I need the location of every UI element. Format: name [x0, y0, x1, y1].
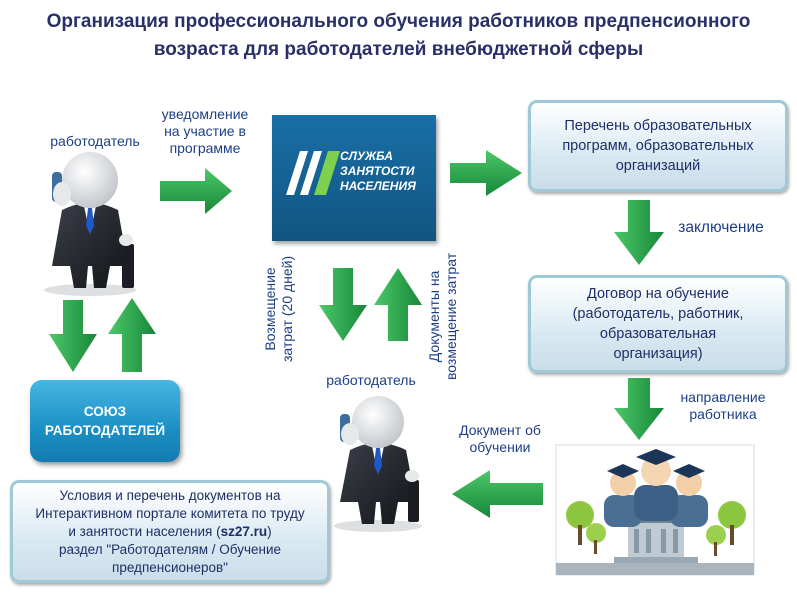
- docs-reimbursement-label: Документы на возмещение затрат: [426, 253, 460, 380]
- programs-line-1: Перечень образовательных: [564, 118, 752, 134]
- contract-box: Договор на обучение (работодатель, работ…: [528, 275, 788, 373]
- conclusion-label: заключение: [678, 219, 764, 236]
- arrow-right-icon: [160, 168, 232, 214]
- reimbursement-label: Возмещение затрат (20 дней): [262, 256, 296, 362]
- referral-line-1: направление: [680, 389, 766, 405]
- docs-line-2: возмещение затрат: [443, 252, 459, 380]
- szn-line-1: СЛУЖБА: [340, 149, 393, 163]
- szn-stripes-icon: [286, 151, 340, 195]
- szn-line-3: НАСЕЛЕНИЯ: [340, 179, 416, 193]
- info-line-3a: и занятости населения (: [68, 523, 221, 539]
- programs-box: Перечень образовательных программ, образ…: [528, 100, 788, 192]
- union-of-employers-box: СОЮЗ РАБОТОДАТЕЛЕЙ: [30, 380, 180, 462]
- reimburse-line-1: Возмещение: [262, 267, 278, 351]
- arrow-right-icon: [450, 150, 522, 196]
- arrow-down-icon: [614, 200, 664, 265]
- contract-line-2: (работодатель, работник,: [572, 306, 744, 322]
- contract-line-1: Договор на обучение: [587, 286, 729, 302]
- docs-line-1: Документы на: [426, 270, 442, 363]
- info-line-3c: ): [267, 523, 272, 539]
- page-title: Организация профессионального обучения р…: [10, 8, 787, 64]
- info-line-5: предпенсионеров": [112, 559, 228, 575]
- union-line-2: РАБОТОДАТЕЛЕЙ: [44, 423, 166, 438]
- arrow-down-icon: [49, 300, 97, 372]
- reimburse-line-2: затрат (20 дней): [279, 255, 295, 362]
- document-line-1: Документ об: [459, 422, 541, 438]
- info-line-1: Условия и перечень документов на: [59, 487, 281, 503]
- arrow-up-icon: [374, 268, 422, 341]
- document-line-2: обучении: [469, 439, 531, 455]
- referral-label: направление работника: [668, 389, 778, 423]
- arrow-left-icon: [452, 470, 543, 518]
- info-line-2: Интерактивном портале комитета по труду: [35, 505, 305, 521]
- arrow-down-icon: [614, 378, 664, 440]
- notice-line-2: на участие в: [164, 123, 246, 139]
- szn-logo-text: СЛУЖБА ЗАНЯТОСТИ НАСЕЛЕНИЯ: [340, 149, 416, 194]
- contract-line-4: организация): [613, 346, 703, 362]
- union-line-1: СОЮЗ: [83, 404, 127, 419]
- businessman-phone-icon: [44, 152, 136, 296]
- arrow-up-icon: [108, 298, 156, 372]
- notice-line-3: программе: [169, 140, 241, 156]
- programs-line-2: программ, образовательных: [562, 138, 754, 154]
- contract-line-3: образовательная: [599, 326, 717, 342]
- arrow-down-icon: [319, 268, 367, 341]
- businessman-phone-icon: [334, 396, 422, 532]
- szn-line-2: ЗАНЯТОСТИ: [340, 164, 415, 178]
- notice-label: уведомление на участие в программе: [150, 106, 260, 157]
- document-label: Документ об обучении: [443, 422, 557, 456]
- notice-line-1: уведомление: [161, 106, 249, 122]
- employer-top-label: работодатель: [50, 133, 140, 149]
- info-line-3: и занятости населения (sz27.ru): [35, 523, 304, 541]
- portal-link[interactable]: sz27.ru: [220, 523, 268, 539]
- szn-logo: СЛУЖБА ЗАНЯТОСТИ НАСЕЛЕНИЯ: [272, 115, 436, 241]
- title-line-1: Организация профессионального обучения р…: [46, 11, 751, 32]
- programs-line-3: организаций: [615, 158, 701, 174]
- referral-line-2: работника: [689, 406, 757, 422]
- info-line-4: раздел "Работодателям / Обучение: [59, 541, 281, 557]
- employer-mid-label: работодатель: [326, 372, 416, 388]
- info-box: Условия и перечень документов на Интерак…: [10, 480, 330, 583]
- title-line-2: возраста для работодателей внебюджетной …: [153, 39, 644, 60]
- graduates-school-icon: [555, 444, 755, 576]
